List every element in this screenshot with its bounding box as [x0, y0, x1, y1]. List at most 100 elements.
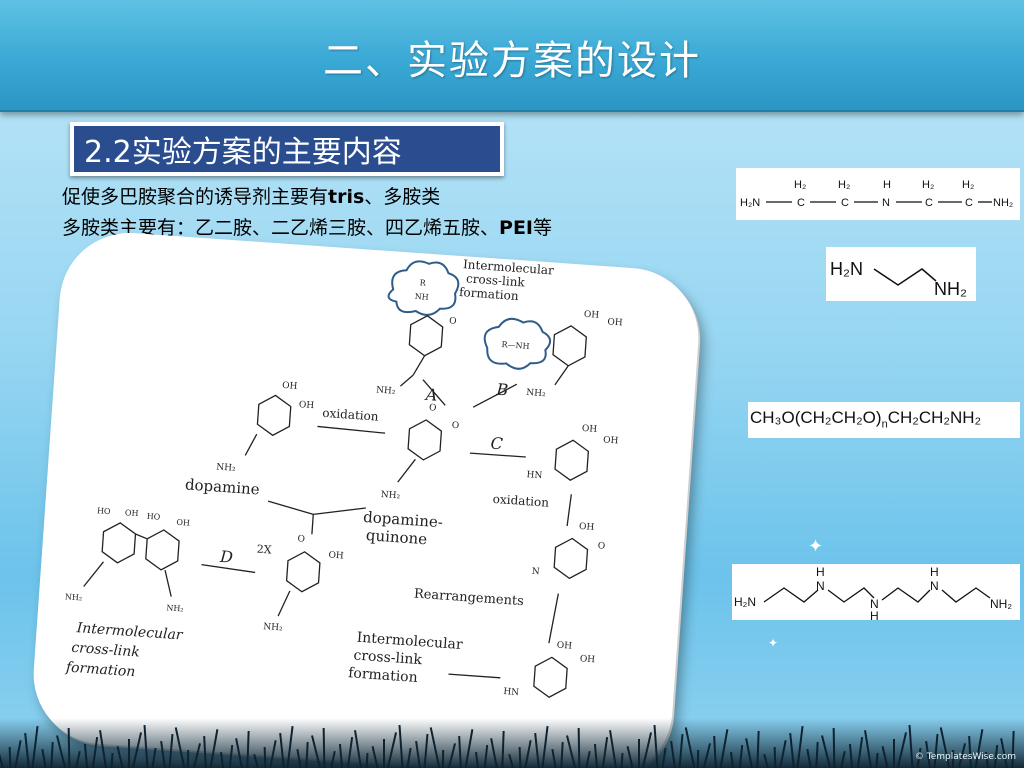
reaction-diagram: R NH Intermolecular cross-link formation… [64, 257, 623, 698]
label-o-c: O [597, 541, 605, 551]
label-two-x: 2X [256, 542, 272, 556]
grass-blade [8, 746, 11, 768]
label-oh-b2: OH [607, 317, 623, 328]
grass-blade [773, 746, 776, 768]
label-nh2-dimer1: NH₂ [65, 592, 83, 602]
m1-c-b: C [841, 197, 849, 209]
sparkle-icon: ✦ [768, 636, 779, 650]
m4-h-1: H [816, 565, 825, 579]
molecule-tetraethylenepentamine: H₂N H N N H H N NH₂ [732, 564, 1020, 623]
label-nh: NH [414, 292, 429, 302]
m2-h2n: H₂N [830, 259, 863, 279]
m1-h: H [883, 179, 891, 191]
m1-h2n: H₂N [740, 197, 760, 209]
label-oh-i1: OH [556, 641, 572, 652]
arrow-d [201, 564, 256, 574]
label-path-a: A [423, 385, 438, 405]
label-dopamine: dopamine [184, 475, 260, 498]
label-ho-dimer1: HO [97, 506, 112, 516]
label-nh2-2x: NH₂ [263, 622, 283, 633]
label-crosslink-bottom: cross-link [353, 648, 423, 669]
ring-chrome [553, 537, 589, 580]
label-ho-dimer2: HO [146, 512, 161, 522]
label-oh-dimer2: OH [176, 518, 190, 528]
line2-prefix: 多胺类主要有：乙二胺、二乙烯三胺、四乙烯五胺、 [62, 217, 500, 239]
header-bar: 二、实验方案的设计 [0, 0, 1024, 112]
grass-blade [518, 746, 521, 768]
label-path-c: C [490, 434, 504, 454]
ring-dopamine [256, 394, 292, 437]
label-crosslink-top: cross-link [466, 271, 526, 289]
sparkle-icon: ✦ [808, 536, 824, 557]
label-rearrangements: Rearrangements [413, 587, 524, 610]
m1-c-a: C [797, 197, 805, 209]
chain-a [412, 355, 426, 376]
label-oh-d2: OH [299, 400, 315, 411]
grass-blade [696, 749, 700, 768]
merge-line-1 [267, 500, 314, 515]
m4-seg-2 [827, 587, 875, 603]
label-dopamine-quinone-1: dopamine- [363, 508, 444, 532]
merge-line-2 [313, 507, 366, 515]
line1-suffix: 、多胺类 [364, 186, 441, 208]
m4-nh2: NH₂ [990, 597, 1012, 611]
ring-quinone-a [408, 315, 444, 357]
m4-n-1: N [816, 579, 825, 593]
label-formation-bottom: formation [348, 665, 418, 686]
m4-h2n: H₂N [734, 595, 756, 609]
m3-formula-b: CH₂CH₂NH₂ [887, 408, 982, 427]
body-line-polyamines: 多胺类主要有：乙二胺、二乙烯三胺、四乙烯五胺、PEI等 [62, 213, 552, 240]
m1-h2-a: H₂ [794, 179, 806, 191]
m3-formula-a: CH₃O(CH₂CH₂O) [750, 408, 882, 427]
label-o-a: O [449, 316, 457, 326]
label-nh2-d: NH₂ [216, 462, 236, 473]
m4-seg-3 [881, 587, 931, 603]
m4-seg-4 [941, 587, 991, 603]
arrow-rearrangements [548, 593, 559, 644]
template-credit: © TemplatesWise.com [914, 752, 1016, 762]
label-dopamine-quinone-2: quinone [365, 526, 428, 548]
label-path-b: B [495, 380, 509, 400]
arrow-a [422, 379, 446, 406]
cloud-icon-right [483, 317, 552, 370]
cloud-icon [387, 260, 460, 316]
dimer-bond [135, 533, 148, 540]
label-oh-c: OH [579, 522, 595, 533]
label-oh-l1: OH [582, 424, 598, 435]
chain-dimer1 [83, 561, 104, 587]
chain-dimer2 [164, 569, 172, 597]
label-intermolecular-bottom: Intermolecular [356, 630, 463, 653]
grass-blade [874, 752, 879, 768]
label-hn-i: HN [503, 687, 520, 698]
label-nh2-b: NH₂ [526, 388, 546, 399]
m1-c-c: C [925, 197, 933, 209]
grass-blade [364, 752, 369, 768]
label-oh-2x: OH [328, 551, 344, 562]
m1-nh2: NH₂ [993, 197, 1013, 209]
molecule-2-svg: H₂N NH₂ [830, 259, 967, 299]
label-r-nh: R—NH [501, 340, 530, 351]
molecule-diethylenetriamine: H₂N H₂ C H₂ C H N H₂ C H₂ C NH₂ [736, 168, 1020, 220]
m3-formula-n: n [881, 418, 888, 431]
label-nh2-dimer2: NH₂ [166, 603, 184, 613]
line1-prefix: 促使多巴胺聚合的诱导剂主要有 [62, 186, 329, 208]
sparkle-icon: ✦ [676, 458, 692, 479]
molecule-mpeg-amine: CH₃O(CH₂CH₂O)nCH₂CH₂NH₂ [748, 402, 1020, 438]
label-nh2-a: NH₂ [376, 385, 396, 396]
ring-dimer-1 [101, 522, 137, 564]
ring-dopamine-quinone [407, 419, 443, 461]
label-o-q1: O [429, 403, 437, 413]
grass-blade [263, 746, 266, 768]
label-intermolecular-top: Intermolecular [463, 257, 555, 277]
label-oxidation-1: oxidation [322, 406, 379, 424]
body-line-inducers: 促使多巴胺聚合的诱导剂主要有tris、多胺类 [62, 182, 440, 209]
label-intermolecular-left: Intermolecular [75, 620, 184, 644]
arrow-oxidation-2 [566, 494, 572, 527]
m1-c-d: C [965, 197, 973, 209]
label-r: R [419, 278, 427, 287]
grass-blade [892, 739, 895, 768]
m1-n: N [882, 197, 890, 209]
reaction-mechanism-card: R NH Intermolecular cross-link formation… [28, 228, 704, 768]
ring-2x [285, 551, 321, 593]
